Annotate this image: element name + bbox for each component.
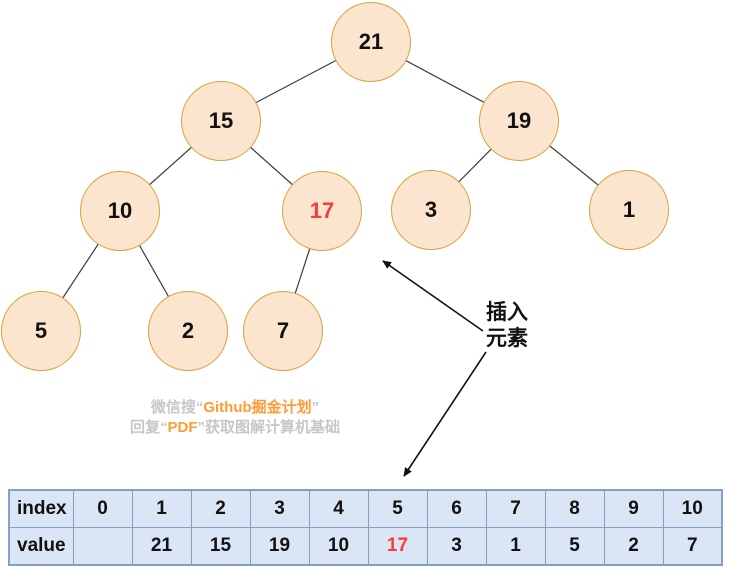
value-cell-7: 1 (485, 527, 546, 566)
value-cell-8: 5 (544, 527, 605, 566)
watermark-highlight: Github掘金计划 (203, 399, 312, 416)
insert-element-annotation: 插入 元素 (476, 300, 538, 352)
watermark-text: ” (311, 399, 320, 416)
value-cell-6: 3 (426, 527, 487, 566)
tree-node-7: 7 (243, 291, 323, 371)
node-value: 10 (107, 198, 133, 223)
value-cell-4: 10 (308, 527, 369, 566)
tree-node-19: 19 (479, 81, 559, 161)
index-cell-2: 2 (190, 489, 251, 528)
node-value: 17 (309, 198, 335, 223)
insert-annotation-line1: 插入 (486, 301, 528, 324)
index-cell-6: 6 (426, 489, 487, 528)
tree-node-21: 21 (331, 2, 411, 82)
node-value: 3 (424, 197, 438, 222)
value-cell-10: 7 (662, 527, 723, 566)
value-cell-2: 15 (190, 527, 251, 566)
table-row-index: index 0 1 2 3 4 5 6 7 8 9 10 (8, 489, 723, 528)
value-cell-5-inserted: 17 (367, 527, 428, 566)
index-cell-5: 5 (367, 489, 428, 528)
index-cell-4: 4 (308, 489, 369, 528)
watermark-highlight: PDF (167, 419, 198, 436)
watermark-line2: 回复“PDF”获取图解计算机基础 (112, 418, 358, 438)
node-value: 5 (34, 318, 48, 343)
watermark-line1: 微信搜“Github掘金计划” (112, 398, 358, 418)
index-cell-3: 3 (249, 489, 310, 528)
tree-node-3: 3 (391, 170, 471, 250)
node-value: 21 (358, 29, 384, 54)
index-cell-1: 1 (131, 489, 192, 528)
node-value: 19 (506, 108, 532, 133)
tree-node-1: 1 (589, 170, 669, 250)
watermark: 微信搜“Github掘金计划” 回复“PDF”获取图解计算机基础 (112, 398, 358, 438)
node-value: 7 (276, 318, 290, 343)
watermark-text: 回复“ (129, 419, 168, 436)
tree-node-10: 10 (80, 171, 160, 251)
index-cell-9: 9 (603, 489, 664, 528)
tree-node-5: 5 (1, 291, 81, 371)
node-value: 1 (622, 197, 636, 222)
tree-node-17-inserted: 17 (282, 171, 362, 251)
node-value: 2 (181, 318, 195, 343)
tree-node-2: 2 (148, 291, 228, 371)
row-label-index: index (8, 489, 74, 528)
watermark-text: ”获取图解计算机基础 (197, 419, 341, 436)
watermark-text: 微信搜“ (150, 399, 204, 416)
table-row-value: value 21 15 19 10 17 3 1 5 2 7 (8, 527, 723, 566)
index-cell-0: 0 (72, 489, 133, 528)
heap-array-table: index 0 1 2 3 4 5 6 7 8 9 10 value 21 15… (8, 489, 723, 566)
insert-annotation-line2: 元素 (486, 327, 528, 350)
value-cell-0 (72, 527, 133, 566)
row-label-value: value (8, 527, 74, 566)
insert-arrow-to-node (382, 260, 484, 332)
index-cell-8: 8 (544, 489, 605, 528)
index-cell-7: 7 (485, 489, 546, 528)
insert-arrow-to-table (403, 351, 487, 477)
node-value: 15 (208, 108, 234, 133)
value-cell-9: 2 (603, 527, 664, 566)
value-cell-1: 21 (131, 527, 192, 566)
tree-node-15: 15 (181, 81, 261, 161)
value-cell-3: 19 (249, 527, 310, 566)
index-cell-10: 10 (662, 489, 723, 528)
